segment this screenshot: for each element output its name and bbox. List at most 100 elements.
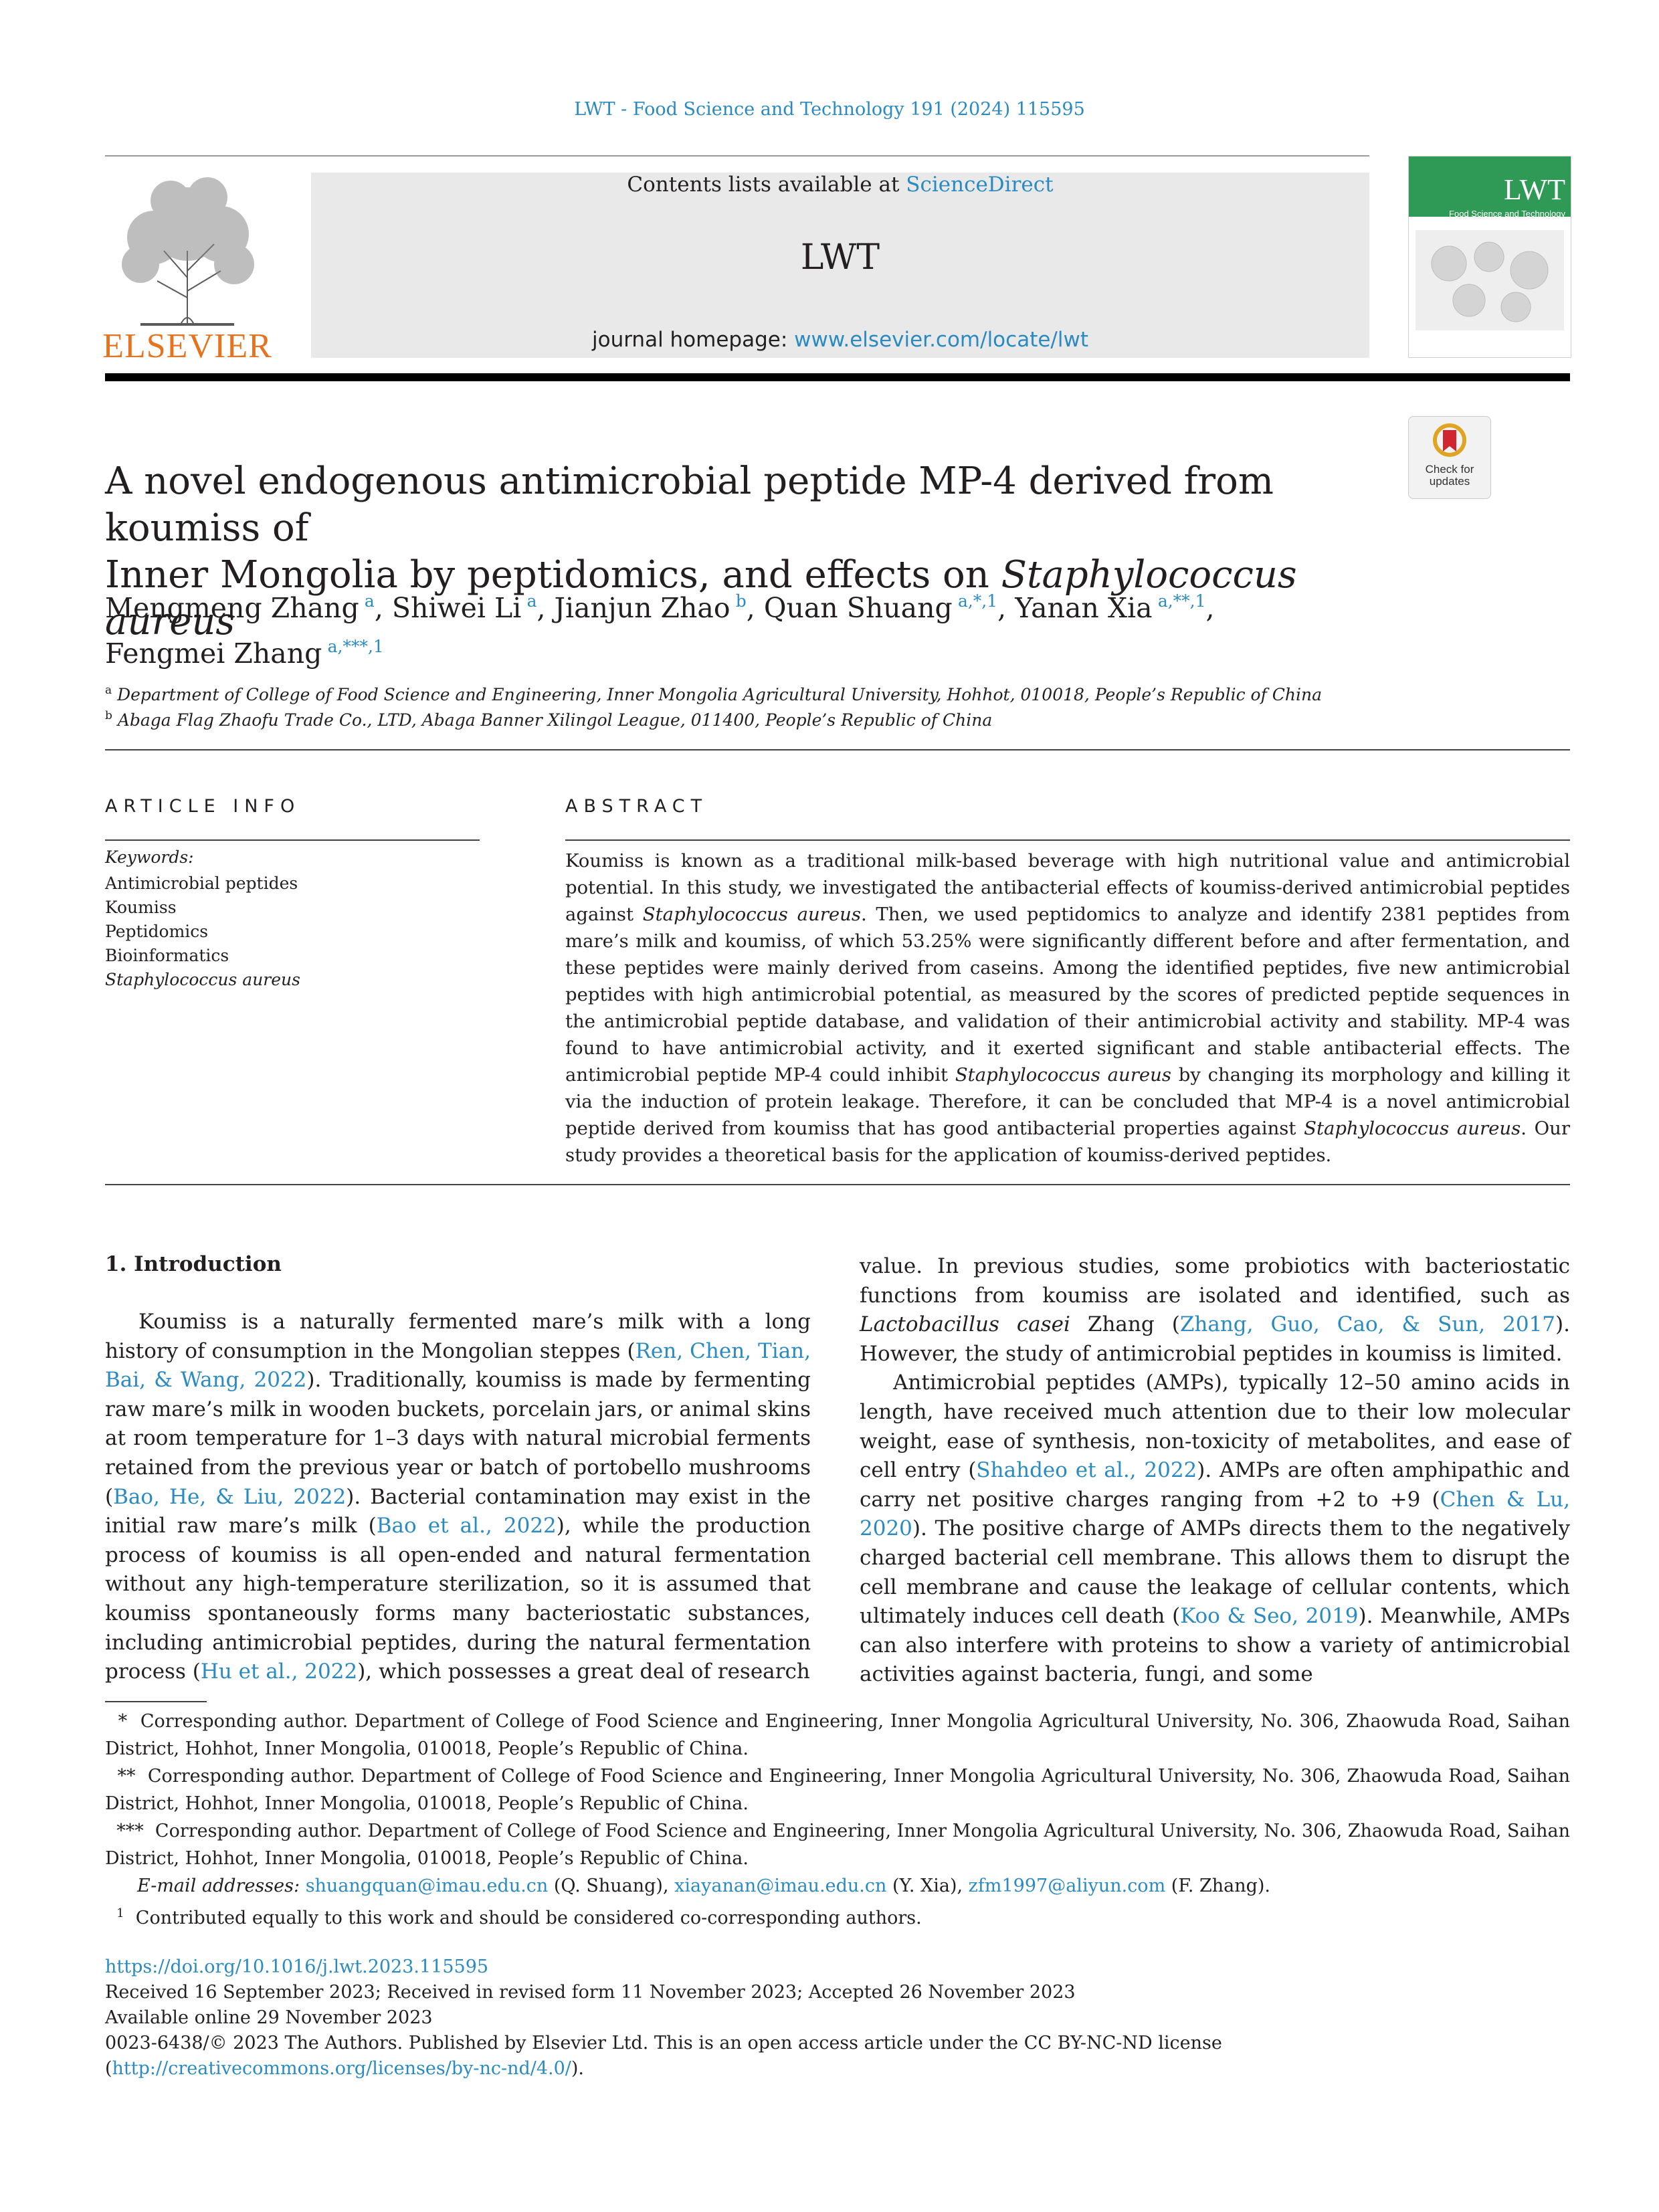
affiliation-mark: a <box>105 684 112 697</box>
author-name[interactable]: Shiwei Li <box>391 592 522 624</box>
article-info-rule <box>105 839 480 841</box>
author-affiliation-mark[interactable]: a <box>526 591 537 611</box>
introduction-heading: 1. Introduction <box>105 1252 282 1276</box>
journal-reference-link[interactable]: LWT - Food Science and Technology 191 (2… <box>574 99 1085 120</box>
affiliation-b: b Abaga Flag Zhaofu Trade Co., LTD, Abag… <box>105 709 1577 730</box>
cover-artwork-icon <box>1416 230 1564 330</box>
author-affiliation-mark[interactable]: a <box>364 591 375 611</box>
homepage-link[interactable]: www.elsevier.com/locate/lwt <box>794 328 1088 352</box>
doi-link[interactable]: https://doi.org/10.1016/j.lwt.2023.11559… <box>105 1956 489 1977</box>
keyword-item: Staphylococcus aureus <box>105 970 300 989</box>
affiliation-mark: b <box>105 709 112 722</box>
elsevier-tree-logo-icon <box>122 177 254 326</box>
citation-link[interactable]: Bao, He, & Liu, 2022 <box>113 1484 347 1509</box>
body-text: ). Bacterial contamination may exist in … <box>105 1484 811 1538</box>
publication-info: https://doi.org/10.1016/j.lwt.2023.11559… <box>105 1954 1570 2082</box>
body-text: ). AMPs are often amphipathic and carry … <box>860 1458 1570 1512</box>
email-link[interactable]: zfm1997@aliyun.com <box>968 1876 1166 1896</box>
footnote-equal-contribution: 1 Contributed equally to this work and s… <box>105 1900 1570 1932</box>
email-owner: (F. Zhang). <box>1165 1876 1271 1896</box>
abstract-heading: ABSTRACT <box>565 796 708 817</box>
elsevier-wordmark: ELSEVIER <box>102 327 272 365</box>
keyword-item: Bioinformatics <box>105 946 229 965</box>
author-line-1: Mengmeng Zhang a, Shiwei Li a, Jianjun Z… <box>105 582 1510 627</box>
email-label: E-mail addresses: <box>137 1876 300 1896</box>
body-column-left: Koumiss is a naturally fermented mare’s … <box>105 1308 811 1687</box>
abstract-text-segment: . Our study provides a theoretical basis… <box>565 1118 1570 1166</box>
email-link[interactable]: shuangquan@imau.edu.cn <box>305 1876 549 1896</box>
abstract-text-segment: by changing its morphology and killing i… <box>565 1064 1570 1139</box>
author-affiliation-mark[interactable]: a,***,1 <box>327 637 384 656</box>
abstract-rule <box>565 839 1570 841</box>
author-name[interactable]: Mengmeng Zhang <box>105 592 359 624</box>
keywords-label: Keywords: <box>105 847 194 867</box>
affiliation-a: a Department of College of Food Science … <box>105 684 1577 704</box>
contents-prefix: Contents lists available at <box>627 173 906 197</box>
body-text: Antimicrobial peptides (AMPs), typically… <box>860 1371 1570 1483</box>
journal-cover-thumbnail[interactable]: LWT Food Science and Technology <box>1408 156 1571 358</box>
check-for-updates-label: Check for updates <box>1409 464 1490 488</box>
title-line-2-species: Staphylococcus aureus <box>105 553 1297 643</box>
body-paragraph: Koumiss is a naturally fermented mare’s … <box>105 1308 811 1687</box>
cover-banner <box>1409 157 1571 217</box>
citation-link[interactable]: Ren, Chen, Tian, Bai, & Wang, 2022 <box>105 1338 811 1393</box>
author-separator: , <box>536 592 555 624</box>
author-name[interactable]: Jianjun Zhao <box>554 592 730 624</box>
available-online-date: Available online 29 November 2023 <box>105 2007 433 2028</box>
email-owner: (Q. Shuang), <box>548 1876 675 1896</box>
citation-link[interactable]: Chen & Lu, 2020 <box>860 1487 1570 1541</box>
abstract-species-name: Staphylococcus aureus <box>642 904 861 925</box>
header-divider <box>105 155 1369 157</box>
footnote-text: Corresponding author. Department of Coll… <box>105 1766 1571 1814</box>
citation-link[interactable]: Zhang, Guo, Cao, & Sun, 2017 <box>1179 1312 1556 1337</box>
article-info-heading: ARTICLE INFO <box>105 796 301 817</box>
footnote-mark: 1 <box>116 1906 124 1920</box>
body-text: ). The positive charge of AMPs directs t… <box>860 1516 1570 1629</box>
citation-link[interactable]: Hu et al., 2022 <box>200 1660 358 1684</box>
author-list: Mengmeng Zhang a, Shiwei Li a, Jianjun Z… <box>105 582 1510 673</box>
footnote-corresponding-2: ** Corresponding author. Department of C… <box>105 1763 1570 1817</box>
species-name: Lactobacillus casei <box>860 1312 1070 1337</box>
author-affiliation-mark[interactable]: a,*,1 <box>957 591 998 611</box>
author-name[interactable]: Yanan Xia <box>1015 592 1153 624</box>
footnote-text: Corresponding author. Department of Coll… <box>105 1821 1570 1869</box>
author-name[interactable]: Quan Shuang <box>763 592 953 624</box>
affiliation-text: Abaga Flag Zhaofu Trade Co., LTD, Abaga … <box>117 710 993 730</box>
license-text: 0023-6438/© 2023 The Authors. Published … <box>105 2033 1222 2079</box>
citation-link[interactable]: Shahdeo et al., 2022 <box>976 1458 1197 1483</box>
check-for-updates-button[interactable]: Check for updates <box>1408 416 1491 499</box>
body-text: Zhang ( <box>1070 1312 1180 1337</box>
license-statement: 0023-6438/© 2023 The Authors. Published … <box>105 2031 1570 2082</box>
footnote-text: Contributed equally to this work and sho… <box>135 1908 922 1928</box>
author-name[interactable]: Fengmei Zhang <box>105 637 322 670</box>
body-column-right: value. In previous studies, some probiot… <box>860 1252 1570 1690</box>
body-text: value. In previous studies, some probiot… <box>860 1254 1570 1308</box>
affiliation-text: Department of College of Food Science an… <box>117 685 1323 704</box>
citation-link[interactable]: Bao et al., 2022 <box>376 1514 557 1538</box>
citation-link[interactable]: Koo & Seo, 2019 <box>1180 1604 1359 1629</box>
body-paragraph: Antimicrobial peptides (AMPs), typically… <box>860 1369 1570 1690</box>
footnotes: * Corresponding author. Department of Co… <box>105 1708 1570 1932</box>
body-paragraph: value. In previous studies, some probiot… <box>860 1252 1570 1369</box>
author-separator: , <box>746 592 764 624</box>
abstract-species-name: Staphylococcus aureus <box>955 1064 1171 1086</box>
contents-available-line: Contents lists available at ScienceDirec… <box>311 173 1369 197</box>
license-link[interactable]: http://creativecommons.org/licenses/by-n… <box>112 2058 571 2079</box>
body-text: ). Traditionally, koumiss is made by fer… <box>105 1368 811 1509</box>
footnote-corresponding-1: * Corresponding author. Department of Co… <box>105 1708 1570 1763</box>
author-separator: , <box>374 592 392 624</box>
email-link[interactable]: xiayanan@imau.edu.cn <box>674 1876 887 1896</box>
header-thick-rule <box>105 373 1570 381</box>
author-affiliation-mark[interactable]: b <box>735 591 747 611</box>
bookmark-icon <box>1433 423 1466 457</box>
journal-name: LWT <box>800 237 880 278</box>
author-line-2: Fengmei Zhang a,***,1 <box>105 627 1510 673</box>
received-dates: Received 16 September 2023; Received in … <box>105 1982 1076 2003</box>
body-text: ). Meanwhile, AMPs can also interfere wi… <box>860 1604 1570 1687</box>
body-text: ), while the production process of koumi… <box>105 1514 811 1684</box>
sciencedirect-link[interactable]: ScienceDirect <box>906 173 1054 197</box>
body-text: ), which possesses a great deal of resea… <box>357 1660 810 1684</box>
paper-title: A novel endogenous antimicrobial peptide… <box>105 458 1376 645</box>
author-affiliation-mark[interactable]: a,**,1 <box>1157 591 1206 611</box>
license-text-end: ). <box>571 2058 585 2079</box>
